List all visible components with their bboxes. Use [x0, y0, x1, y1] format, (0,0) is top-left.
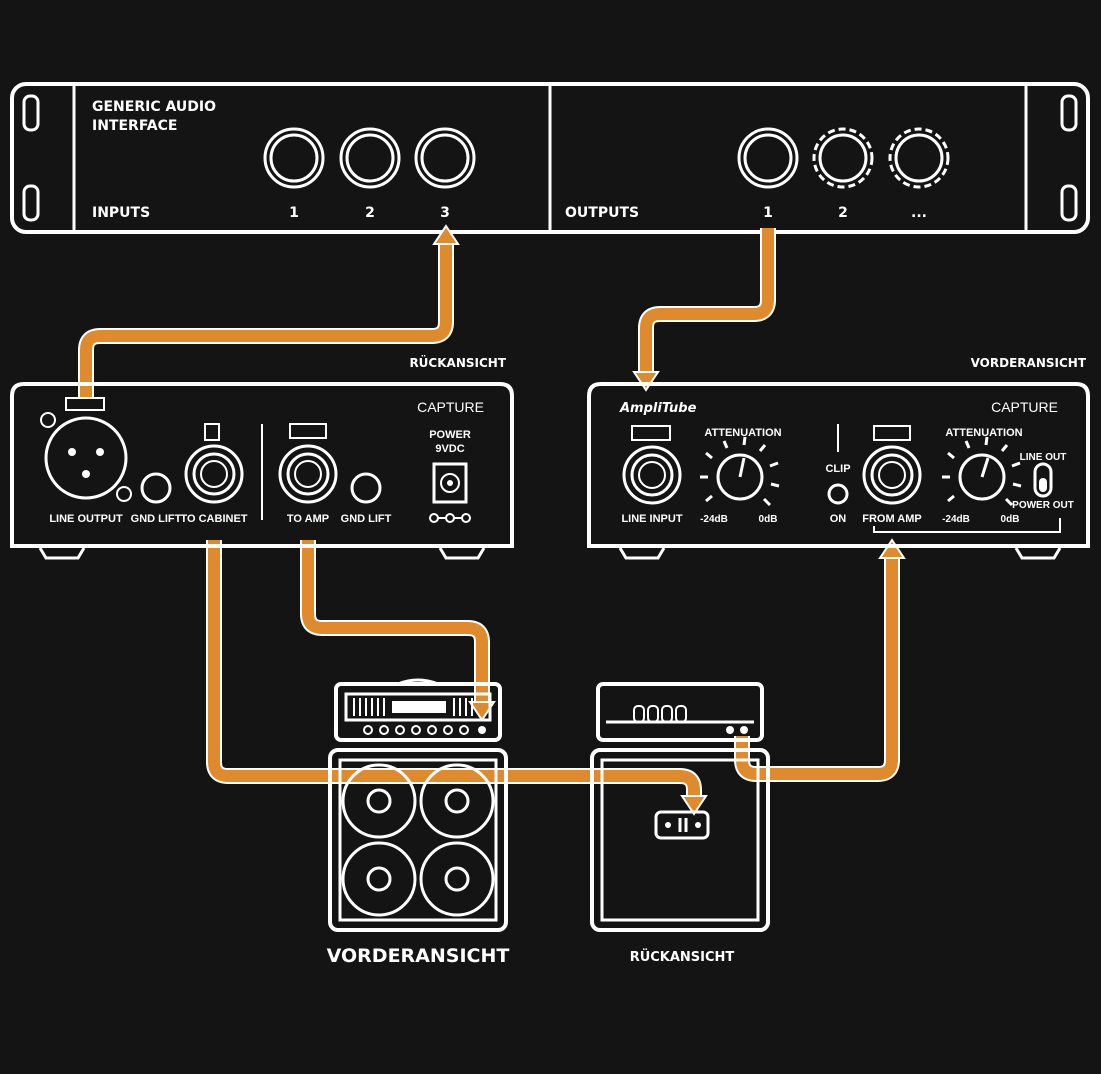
- front-view-label: VORDERANSICHT: [971, 356, 1087, 370]
- speaker-cabinet-rear: [590, 748, 770, 932]
- speaker-icon: [419, 763, 495, 839]
- gnd-lift-2-switch[interactable]: [350, 472, 382, 504]
- interface-title-line1: GENERIC AUDIO: [92, 99, 216, 115]
- output-jack-2[interactable]: [812, 127, 874, 189]
- rack-slot-icon: [22, 184, 40, 222]
- from-amp-jack[interactable]: [862, 445, 922, 505]
- mic-icon-strip: [65, 397, 105, 411]
- line-power-out-switch[interactable]: [1033, 462, 1053, 498]
- amp-head-front: [334, 678, 502, 742]
- cable-line-output-to-input3: [80, 244, 452, 398]
- clip-led-icon: [827, 483, 849, 505]
- from-amp-label: FROM AMP: [862, 513, 921, 525]
- attenuation-2-label: ATTENUATION: [945, 427, 1022, 439]
- output-jack-more[interactable]: [888, 127, 950, 189]
- att2-min-label: -24dB: [942, 514, 970, 525]
- input-jack-2[interactable]: [339, 127, 401, 189]
- power-jack[interactable]: [432, 462, 468, 504]
- gnd-lift-1-label: GND LIFT: [131, 513, 182, 525]
- power-label: POWER: [429, 429, 471, 441]
- clip-label: CLIP: [825, 463, 850, 475]
- interface-title-line2: INTERFACE: [92, 118, 177, 134]
- to-cabinet-jack[interactable]: [184, 444, 244, 504]
- cable-output1-to-line-input: [640, 228, 774, 372]
- to-cabinet-label: TO CABINET: [180, 513, 247, 525]
- attenuation-2-knob[interactable]: [942, 436, 1022, 507]
- cable-from-amp: [736, 558, 898, 780]
- amp-stack-front: VORDERANSICHT: [327, 678, 510, 967]
- gnd-lift-2-label: GND LIFT: [341, 513, 392, 525]
- tube-icon: [633, 705, 687, 723]
- xlr-line-output-jack[interactable]: [44, 416, 128, 500]
- speaker-icon: [419, 841, 495, 917]
- capture-rear-brand: CAPTURE: [417, 399, 484, 415]
- power-out-label: POWER OUT: [1012, 500, 1074, 511]
- input-number-1: 1: [289, 205, 299, 221]
- audio-interface: GENERIC AUDIO INTERFACE INPUTS OUTPUTS 1…: [10, 82, 1090, 234]
- cabinet-input-plate[interactable]: [654, 810, 710, 840]
- amp-head-rear: [596, 682, 764, 742]
- output-number-2: 2: [838, 205, 848, 221]
- line-out-label: LINE OUT: [1020, 452, 1067, 463]
- output-jack-1[interactable]: [737, 127, 799, 189]
- capture-front-panel: VORDERANSICHT AmpliTube CAPTURE LINE INP…: [587, 356, 1090, 560]
- arrow-up-icon: [878, 538, 906, 559]
- amp-rear-view-label: RÜCKANSICHT: [630, 949, 735, 965]
- gnd-lift-1-switch[interactable]: [140, 472, 172, 504]
- rack-slot-icon: [22, 94, 40, 132]
- on-label: ON: [830, 513, 847, 525]
- cable-to-cabinet: [208, 540, 700, 796]
- outputs-label: OUTPUTS: [565, 205, 639, 221]
- amplitube-logo: AmpliTube: [619, 401, 697, 416]
- amp-icon: [289, 423, 327, 439]
- line-input-jack[interactable]: [622, 445, 682, 505]
- arrow-down-icon: [632, 371, 660, 392]
- bracket-line: [873, 518, 1061, 533]
- input-number-2: 2: [365, 205, 375, 221]
- power-voltage-label: 9VDC: [435, 443, 464, 455]
- att2-max-label: 0dB: [1001, 514, 1020, 525]
- speaker-icon: [204, 423, 220, 441]
- polarity-icon: [429, 513, 471, 523]
- input-jack-1[interactable]: [263, 127, 325, 189]
- att1-min-label: -24dB: [700, 514, 728, 525]
- input-number-3: 3: [440, 205, 450, 221]
- input-jack-3[interactable]: [414, 127, 476, 189]
- attenuation-1-label: ATTENUATION: [704, 427, 781, 439]
- screw-icon: [116, 486, 132, 502]
- cabinet-front-view-label: VORDERANSICHT: [327, 945, 510, 967]
- rear-view-label: RÜCKANSICHT: [409, 355, 506, 370]
- screw-icon: [40, 412, 56, 428]
- rack-slot-icon: [1060, 94, 1078, 132]
- attenuation-1-knob[interactable]: [700, 436, 780, 507]
- to-amp-label: TO AMP: [287, 513, 329, 525]
- cable-to-amp: [302, 540, 488, 702]
- output-number-1: 1: [763, 205, 773, 221]
- rack-slot-icon: [1060, 184, 1078, 222]
- att1-max-label: 0dB: [759, 514, 778, 525]
- capture-rear-panel: RÜCKANSICHT CAPTURE LINE OUTPUT GND LIFT…: [10, 355, 514, 560]
- to-amp-jack[interactable]: [278, 444, 338, 504]
- arrow-down-icon: [468, 701, 496, 722]
- capture-front-brand: CAPTURE: [991, 399, 1058, 415]
- arrow-up-icon: [432, 224, 460, 245]
- line-input-label: LINE INPUT: [621, 513, 682, 525]
- handle-icon: [397, 678, 439, 686]
- amp-stack-rear: RÜCKANSICHT: [590, 682, 770, 965]
- speaker-icon: [341, 763, 417, 839]
- speaker-cabinet-front: [328, 748, 508, 932]
- cables: [78, 224, 906, 816]
- line-input-icon: [631, 425, 671, 441]
- inputs-label: INPUTS: [92, 205, 150, 221]
- arrow-down-icon: [680, 795, 708, 816]
- line-output-label: LINE OUTPUT: [49, 513, 123, 525]
- speaker-icon: [341, 841, 417, 917]
- output-number-more: ...: [911, 205, 927, 221]
- from-amp-icon: [873, 425, 911, 441]
